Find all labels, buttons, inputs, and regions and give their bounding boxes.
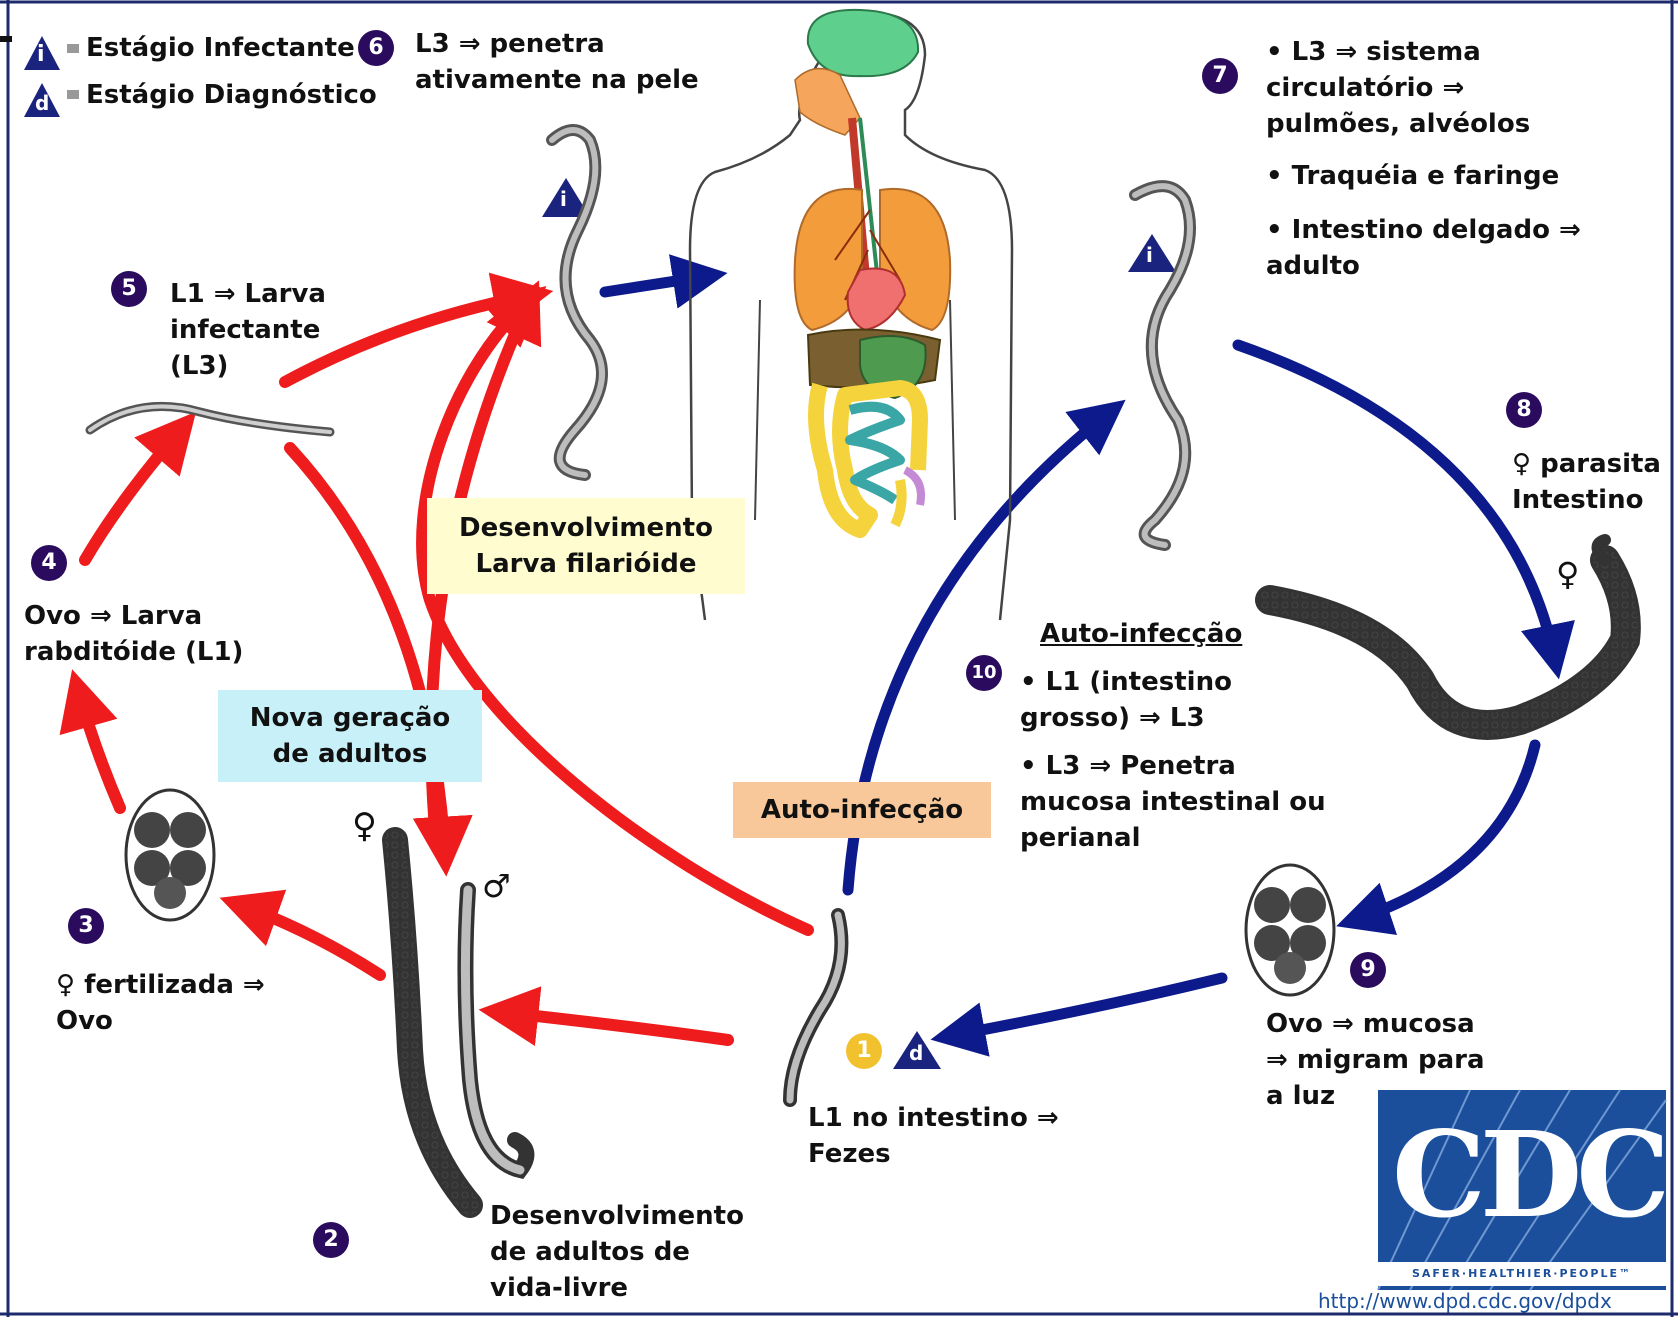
legend-diagnostic-symbol: d <box>35 86 49 120</box>
step-badge-5: 5 <box>111 271 147 307</box>
female-symbol-8: ♀ <box>1556 556 1579 592</box>
arrow-6-to-host <box>605 276 708 292</box>
legend-infective-label: Estágio Infectante <box>86 30 355 66</box>
egg-3 <box>126 790 214 920</box>
step-badge-7: 7 <box>1202 58 1238 94</box>
infective-marker-6-letter: i <box>560 184 567 214</box>
legend-infective-symbol: i <box>37 38 45 72</box>
step-badge-2: 2 <box>313 1222 349 1258</box>
step-badge-1: 1 <box>846 1033 882 1069</box>
arrow-3-to-4 <box>78 690 120 808</box>
egg-9 <box>1246 865 1334 995</box>
legend-symbols <box>24 36 79 117</box>
infective-marker-7-letter: i <box>1146 240 1153 270</box>
box-autoinfection: Auto-infecção <box>733 782 991 838</box>
step-badge-9: 9 <box>1350 952 1386 988</box>
arrow-8-to-9 <box>1355 745 1535 920</box>
step-10-title: Auto-infecção <box>1020 616 1326 652</box>
step-badge-3: 3 <box>68 908 104 944</box>
diagnostic-marker-letter: d <box>909 1038 923 1068</box>
arrow-9-to-1 <box>950 978 1222 1036</box>
arrow-2-to-3 <box>240 905 380 975</box>
step-badge-10: 10 <box>966 655 1002 691</box>
filariform-larva-7 <box>1135 186 1190 545</box>
male-symbol-2: ♂ <box>482 868 511 904</box>
rhabditiform-larva-5 <box>90 406 330 432</box>
cdc-logo-tagline: SAFER·HEALTHIER·PEOPLE™ <box>1382 1264 1662 1284</box>
arrow-1-to-2 <box>500 1012 728 1040</box>
legend-diagnostic-label: Estágio Diagnóstico <box>86 77 377 113</box>
arrow-4-to-5 <box>85 428 182 560</box>
step-badge-8: 8 <box>1506 392 1542 428</box>
female-symbol-2: ♀ <box>352 808 377 844</box>
step-badge-6: 6 <box>358 30 394 66</box>
free-living-male-2 <box>465 890 526 1170</box>
step-badge-4: 4 <box>31 545 67 581</box>
cdc-logo-text: CDC <box>1392 1100 1664 1250</box>
step-3-text: ♀ fertilizada ⇒Ovo <box>56 967 265 1039</box>
filariform-larva-6 <box>552 130 602 475</box>
step-1-text: L1 no intestino ⇒Fezes <box>808 1100 1059 1172</box>
rhabditiform-larva-1 <box>790 915 841 1100</box>
cdc-url-text: http://www.dpd.cdc.gov/dpdx <box>1318 1288 1612 1314</box>
